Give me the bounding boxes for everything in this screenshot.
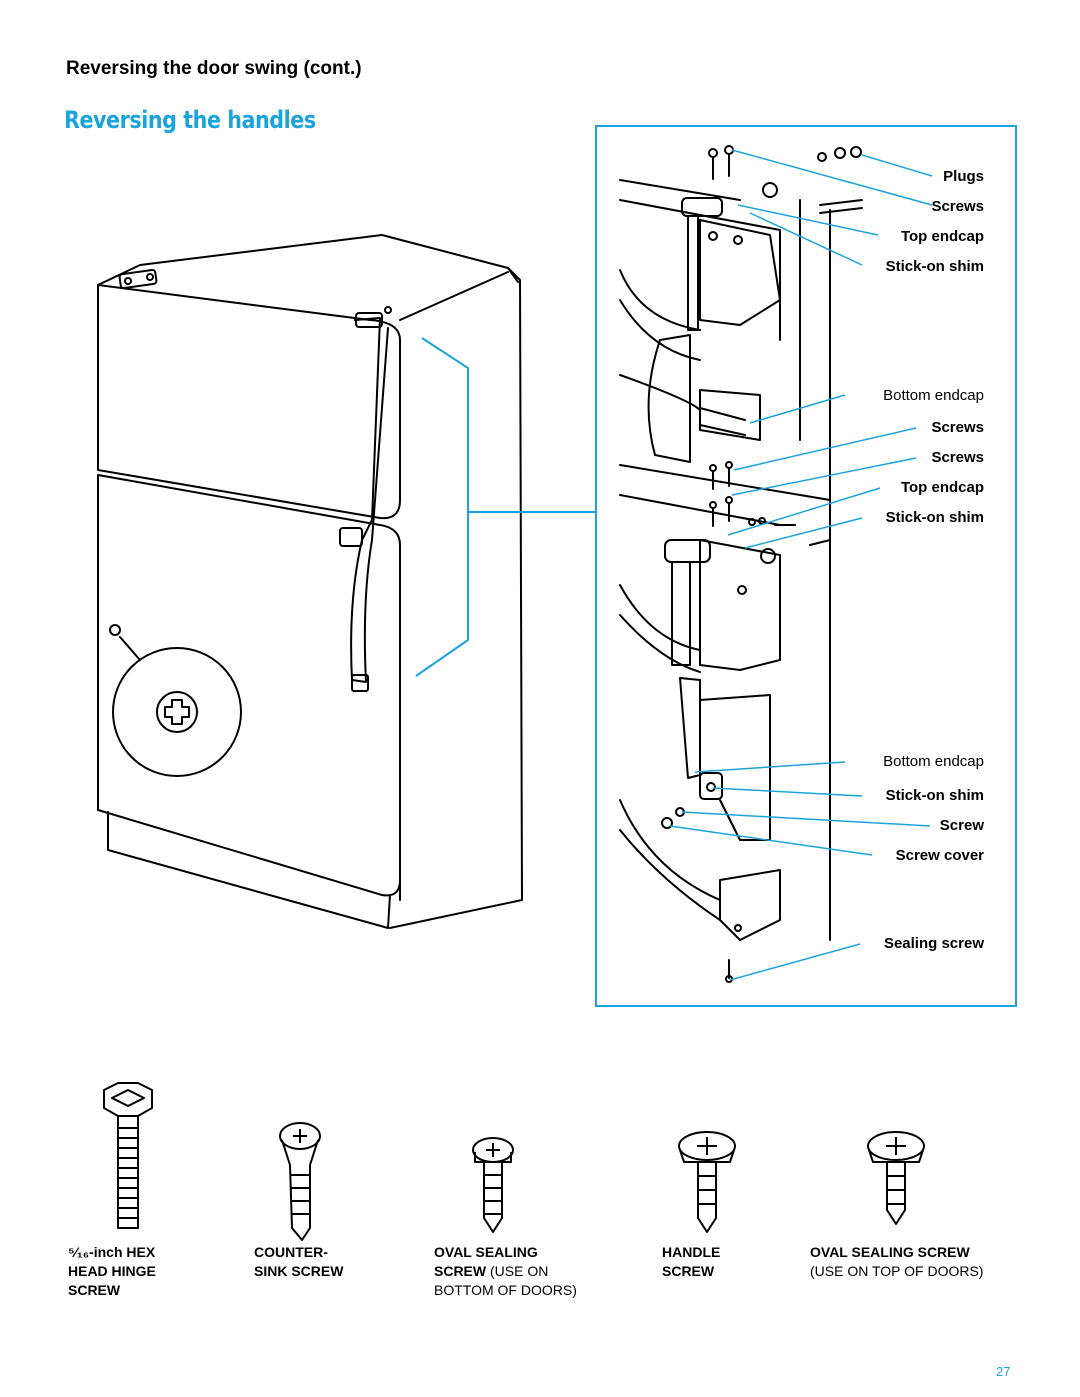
callout-top-endcap-1: Top endcap <box>900 228 984 245</box>
page-number: 27 <box>996 1364 1011 1379</box>
callout-top-endcap-2: Top endcap <box>900 479 984 496</box>
handle-screw-drawing <box>678 1131 736 1233</box>
caption-oval-sealing-screw-top: OVAL SEALING SCREW (USE ON TOP OF DOORS) <box>810 1244 984 1279</box>
hex-head-hinge-screw-drawing <box>103 1082 153 1229</box>
callout-shim-3: Stick-on shim <box>885 787 984 804</box>
callout-bottom-endcap-2: Bottom endcap <box>883 753 984 770</box>
detail-connector <box>415 125 1017 1007</box>
callout-shim-1: Stick-on shim <box>885 258 984 275</box>
page-title: Reversing the handles <box>64 106 316 134</box>
callout-leaders <box>669 149 933 981</box>
callout-screws-2: Screws <box>931 419 984 436</box>
callout-plugs: Plugs <box>943 168 984 185</box>
caption-handle-screw: HANDLE SCREW <box>662 1244 721 1279</box>
caption-countersink-screw: COUNTER- SINK SCREW <box>254 1244 344 1279</box>
caption-oval-sealing-screw-bottom: OVAL SEALING SCREW (USE ON BOTTOM OF DOO… <box>434 1244 577 1298</box>
callout-bottom-endcap-1: Bottom endcap <box>883 387 984 404</box>
callout-screws-3: Screws <box>931 449 984 466</box>
oval-sealing-screw-bottom-drawing <box>472 1137 514 1233</box>
callout-screw: Screw <box>939 817 984 834</box>
oval-sealing-screw-top-drawing <box>867 1131 925 1225</box>
section-heading: Reversing the door swing (cont.) <box>66 58 362 79</box>
handle-detail-drawing <box>619 145 863 983</box>
refrigerator-drawing <box>97 234 523 929</box>
callout-sealing-screw: Sealing screw <box>883 935 984 952</box>
callout-screw-cover: Screw cover <box>895 847 984 864</box>
countersink-screw-drawing <box>279 1122 321 1241</box>
callout-screws-top: Screws <box>931 198 984 215</box>
callout-shim-2: Stick-on shim <box>885 509 984 526</box>
caption-hex-head-hinge-screw: ⁵⁄₁₆-inch HEX HEAD HINGE SCREW <box>68 1244 156 1298</box>
screw-legend-drawings <box>103 1082 925 1241</box>
